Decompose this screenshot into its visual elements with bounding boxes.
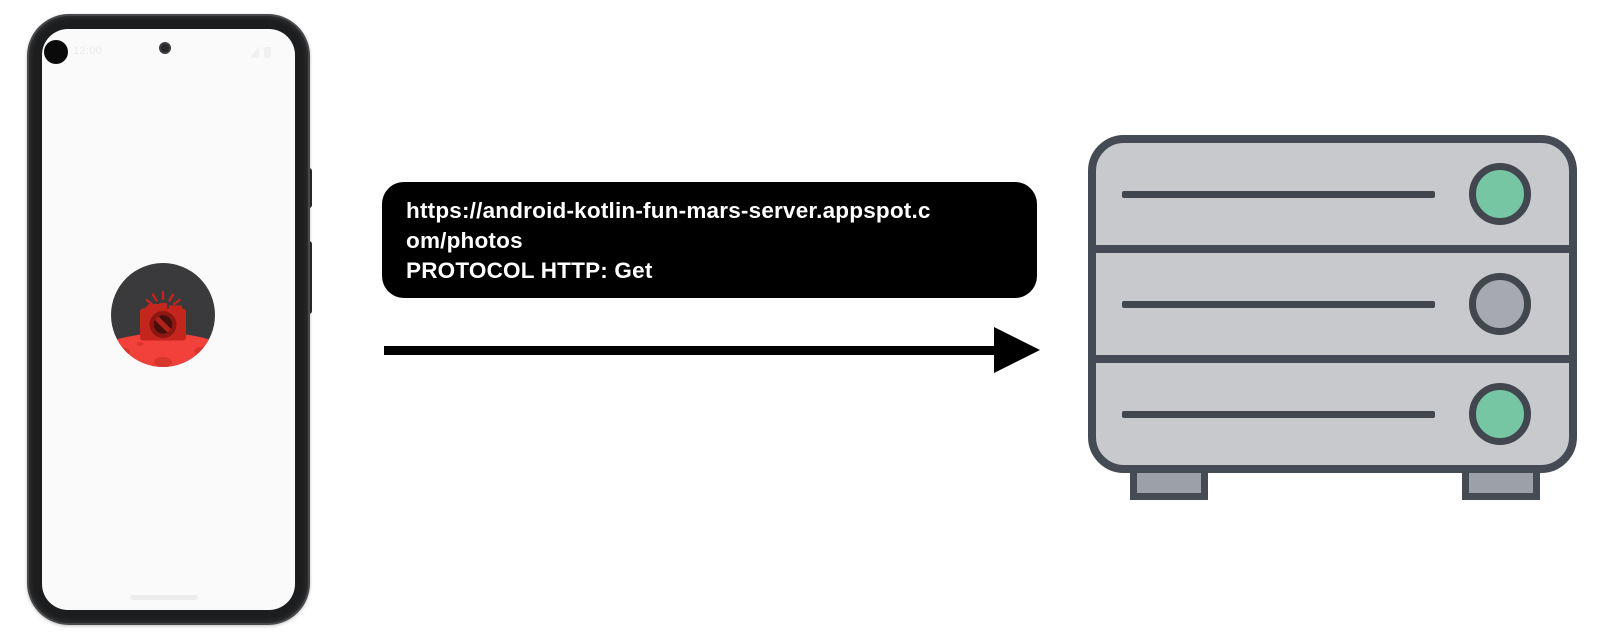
icon-mars-surface — [111, 333, 215, 367]
request-arrow-head-icon — [994, 327, 1040, 373]
http-request-label: https://android-kotlin-fun-mars-server.a… — [382, 182, 1037, 298]
server-vent-line — [1122, 190, 1435, 198]
server-rack-unit-2 — [1096, 245, 1569, 355]
status-bar-circle-icon — [44, 40, 68, 64]
server-rack-unit-3 — [1096, 355, 1569, 465]
request-protocol-line: PROTOCOL HTTP: Get — [406, 258, 653, 283]
request-arrow-shaft — [384, 346, 996, 355]
server-vent-line — [1122, 300, 1435, 308]
camera-lens-glare — [154, 316, 172, 333]
flash-rays-icon — [145, 290, 181, 306]
server-led-gray — [1469, 273, 1531, 335]
mars-photos-app-icon — [111, 263, 215, 367]
server-led-green-2 — [1469, 383, 1531, 445]
server-rack-unit-1 — [1096, 143, 1569, 245]
home-indicator-bar — [130, 595, 198, 600]
front-camera-icon — [159, 42, 171, 54]
server-led-green-1 — [1469, 163, 1531, 225]
status-bar-icons — [250, 45, 276, 63]
server-vent-line — [1122, 410, 1435, 418]
request-url-line-2: om/photos — [406, 228, 523, 253]
request-url-line-1: https://android-kotlin-fun-mars-server.a… — [406, 198, 931, 223]
web-server-icon — [1088, 135, 1577, 473]
signal-battery-icon — [250, 46, 271, 58]
status-bar-clock: 12:00 — [73, 45, 103, 57]
